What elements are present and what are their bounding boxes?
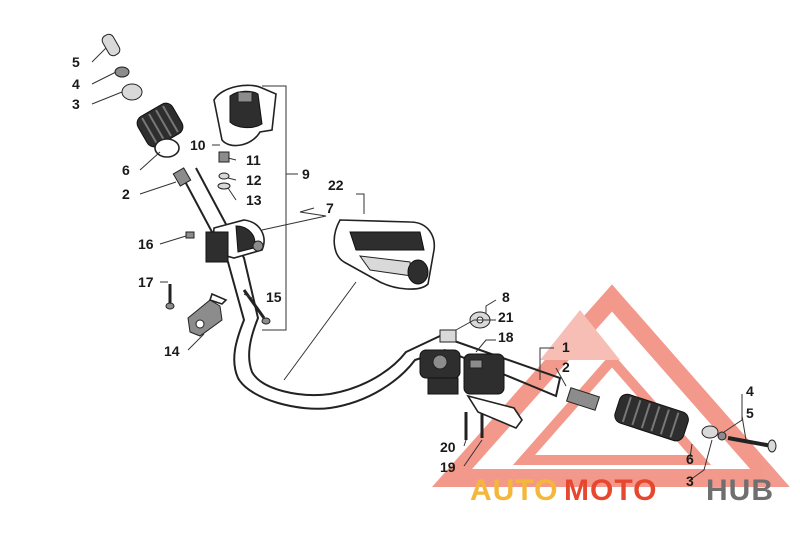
label-7: 7 (326, 200, 334, 216)
part-number-labels: 5 4 3 6 2 10 11 12 13 9 22 7 16 17 15 14… (72, 54, 754, 489)
label-18: 18 (498, 329, 514, 345)
label-5-right: 5 (746, 405, 754, 421)
label-1: 1 (562, 339, 570, 355)
label-20: 20 (440, 439, 456, 455)
watermark-text: AUTO MOTO HUB (470, 474, 774, 507)
label-15: 15 (266, 289, 282, 305)
bolts-left (165, 284, 271, 325)
watermark-moto: MOTO (564, 474, 657, 507)
label-6-right: 6 (686, 451, 694, 467)
label-11: 11 (246, 152, 261, 168)
label-2-right: 2 (562, 359, 570, 375)
label-3-right: 3 (686, 473, 694, 489)
label-13: 13 (246, 192, 262, 208)
label-16: 16 (138, 236, 154, 252)
label-9: 9 (302, 166, 310, 182)
label-4-right: 4 (746, 383, 754, 399)
watermark-auto: AUTO (470, 474, 558, 507)
label-10: 10 (190, 137, 206, 153)
label-21: 21 (498, 309, 514, 325)
label-17: 17 (138, 274, 154, 290)
hand-guard (333, 219, 436, 290)
label-12: 12 (246, 172, 262, 188)
label-6-left: 6 (122, 162, 130, 178)
right-grip-assembly (565, 387, 777, 453)
label-19: 19 (440, 459, 456, 475)
bolts-right (464, 412, 484, 440)
label-14: 14 (164, 343, 180, 359)
small-hardware-stack (217, 151, 231, 190)
label-8: 8 (502, 289, 510, 305)
label-3-top: 3 (72, 96, 80, 112)
left-switch-unit (185, 219, 265, 263)
left-switch-cover (213, 84, 277, 147)
label-5-top: 5 (72, 54, 80, 70)
leader-lines (91, 47, 747, 481)
watermark-hub: HUB (706, 474, 774, 507)
left-grip-assembly (101, 33, 192, 187)
label-2-left: 2 (122, 186, 130, 202)
left-lever-clamp (187, 292, 228, 337)
right-control-assembly (419, 311, 523, 429)
label-22: 22 (328, 177, 344, 193)
label-4-top: 4 (72, 76, 80, 92)
